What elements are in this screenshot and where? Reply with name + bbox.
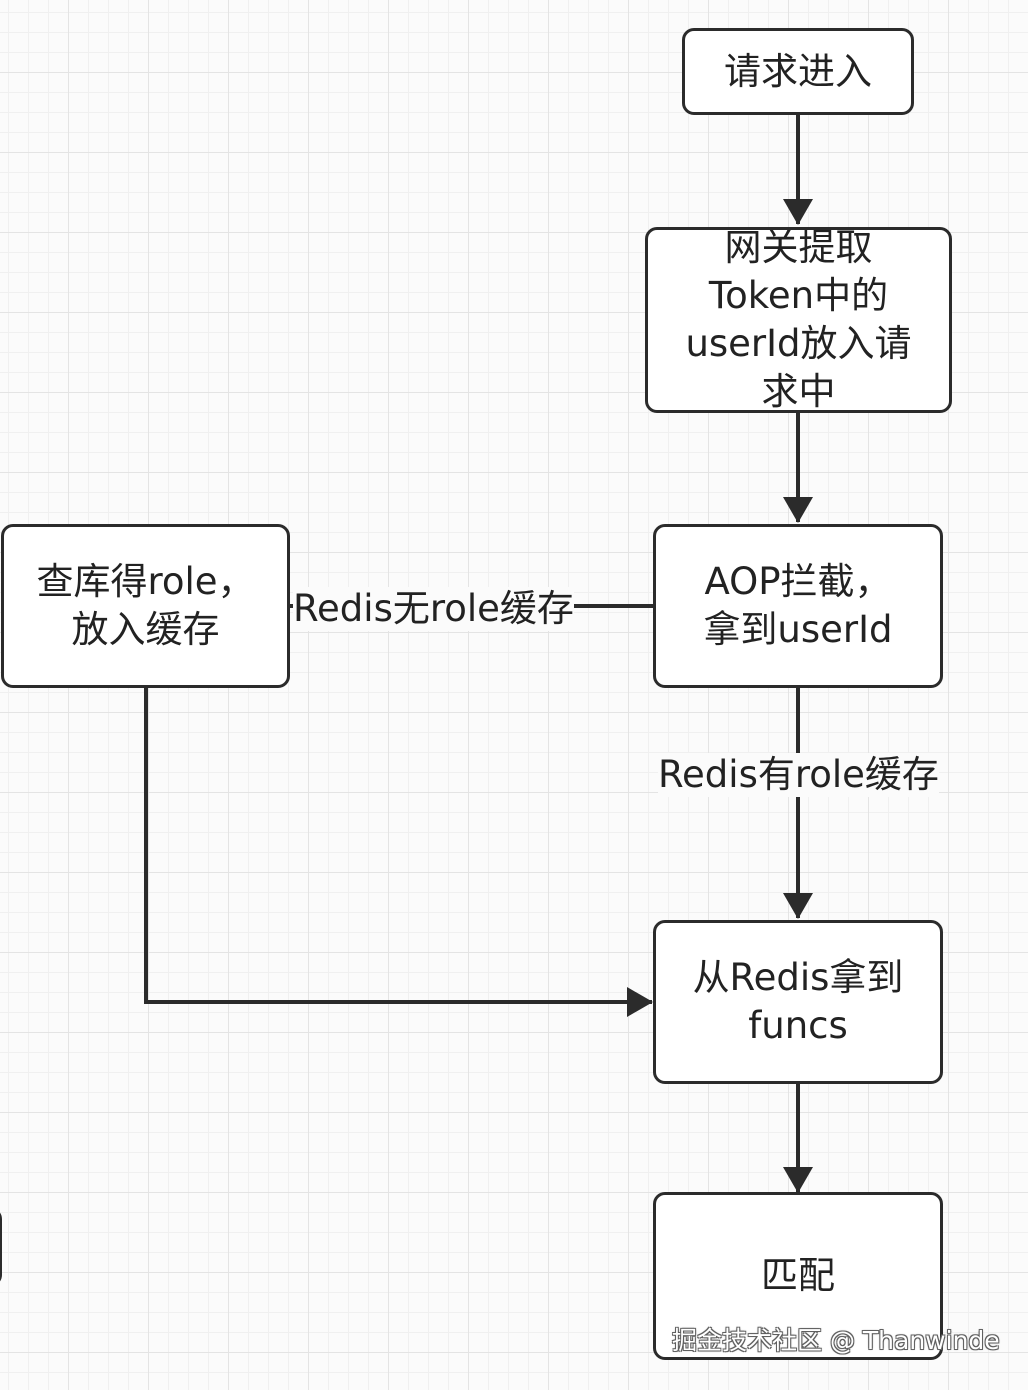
watermark-text: 掘金技术社区 @ Thanwinde xyxy=(672,1326,1000,1355)
node-match: 匹配 xyxy=(653,1192,943,1360)
edge-label-no-role-cache: Redis无role缓存 xyxy=(293,587,574,631)
node-gateway-extract-token: 网关提取 Token中的 userId放入请 求中 xyxy=(645,227,952,413)
partial-offscreen-node xyxy=(0,1208,2,1286)
node-get-funcs-from-redis: 从Redis拿到 funcs xyxy=(653,920,943,1084)
node-request-in: 请求进入 xyxy=(682,28,914,115)
node-aop-intercept: AOP拦截， 拿到userId xyxy=(653,524,943,688)
node-query-db-role: 查库得role， 放入缓存 xyxy=(1,524,290,688)
edge-label-has-role-cache: Redis有role缓存 xyxy=(658,753,939,797)
arrow-query-db-to-get-funcs xyxy=(144,687,653,1017)
